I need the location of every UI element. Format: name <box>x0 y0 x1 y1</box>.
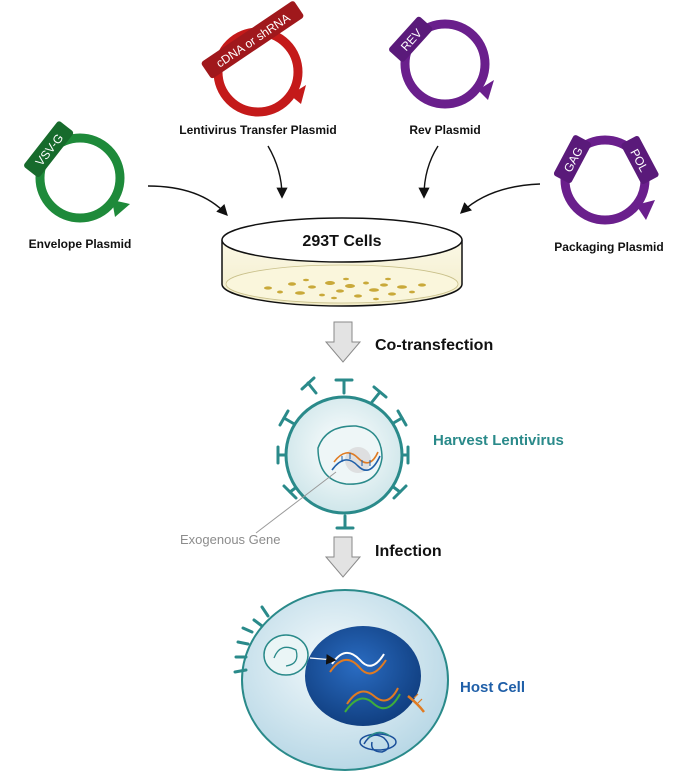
transfer-insert-block: cDNA or shRNA <box>201 1 304 79</box>
infection-arrow <box>324 536 362 578</box>
arrow-envelope-to-dish <box>147 185 228 217</box>
lentivirus-particle <box>276 376 410 530</box>
rev-plasmid-ring <box>400 19 490 109</box>
host-cell-label: Host Cell <box>460 679 525 696</box>
arrow-transfer-to-dish <box>267 145 288 199</box>
host-cell <box>233 589 449 771</box>
dish-label: 293T Cells <box>302 233 381 250</box>
rev-plasmid: REV <box>389 16 494 109</box>
pol-insert-block: POL <box>621 136 659 184</box>
envelope-plasmid-label: Envelope Plasmid <box>29 237 132 251</box>
harvest-label: Harvest Lentivirus <box>433 432 564 449</box>
packaging-plasmid-label: Packaging Plasmid <box>554 240 663 254</box>
endosome <box>263 634 309 676</box>
exogenous-gene-leader-line <box>255 471 337 534</box>
cell-colonies <box>264 277 426 301</box>
envelope-plasmid: VSV-G <box>24 121 130 223</box>
infection-label: Infection <box>375 543 442 560</box>
transcript <box>407 695 425 713</box>
packaging-plasmid-arrowhead <box>636 200 655 220</box>
envelope-plasmid-arrowhead <box>112 200 130 217</box>
arrow-packaging-to-dish <box>459 183 541 214</box>
integrating-dna <box>329 652 401 713</box>
entry-arrow <box>309 654 337 665</box>
nucleus <box>305 626 421 726</box>
arrow-rev-to-dish <box>418 145 439 199</box>
transfer-plasmid-label: Lentivirus Transfer Plasmid <box>179 123 336 137</box>
packaging-plasmid: GAG POL <box>553 135 659 225</box>
exogenous-gene-label: Exogenous Gene <box>180 532 280 547</box>
gag-insert-block: GAG <box>553 135 592 184</box>
cell-receptors <box>233 605 270 674</box>
envelope-plasmid-ring <box>35 133 125 223</box>
transfer-plasmid-arrowhead <box>290 85 306 104</box>
transfer-plasmid: cDNA or shRNA <box>201 1 306 117</box>
envelope-insert-block: VSV-G <box>24 121 74 178</box>
ribosome-protein <box>359 731 397 753</box>
petri-dish <box>221 217 463 307</box>
plasmid-arrows <box>147 145 541 217</box>
cotransfection-label: Co-transfection <box>375 337 493 354</box>
rev-insert-block: REV <box>389 16 433 62</box>
rev-plasmid-arrowhead <box>478 80 494 100</box>
cotransfection-arrow <box>324 321 362 363</box>
rev-plasmid-label: Rev Plasmid <box>409 123 480 137</box>
viral-rna <box>331 451 381 472</box>
